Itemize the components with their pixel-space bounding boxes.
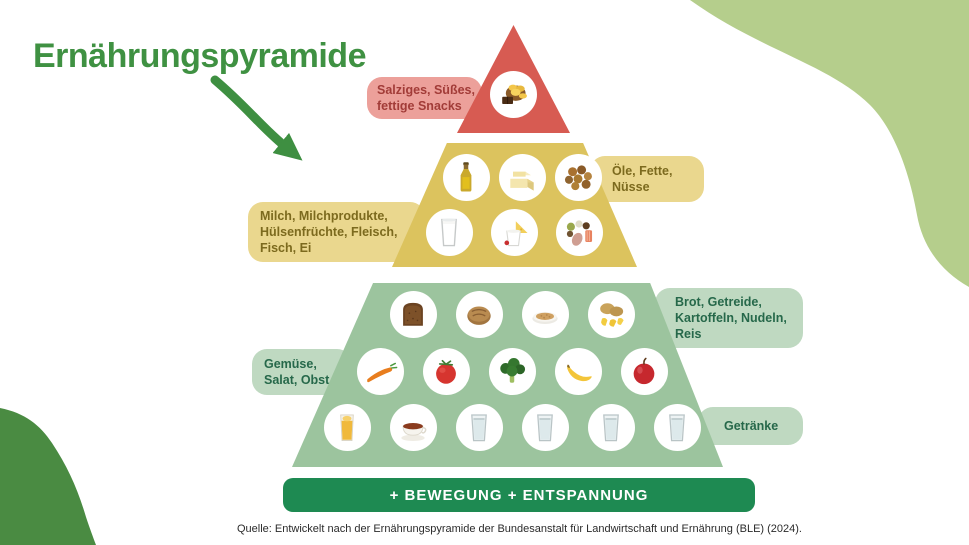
drinks-food-row (237, 404, 787, 451)
label-drinks: Getränke (698, 407, 803, 445)
water-glass-icon (521, 404, 569, 451)
oil-bottle-icon (442, 154, 490, 201)
bread-slice-icon (389, 291, 437, 338)
arrow-down-right-icon (210, 75, 303, 161)
corner-blob-bottom-left (0, 408, 96, 545)
label-snacks: Salziges, Süßes, fettige Snacks (367, 77, 482, 119)
banana-icon (554, 348, 602, 395)
source-note: Quelle: Entwickelt nach der Ernährungspy… (237, 523, 802, 535)
snacks-food-row (413, 71, 613, 118)
corner-blob-top-right (690, 0, 969, 287)
cereal-bowl-icon (521, 291, 569, 338)
legumes-fish-meat-icon (555, 209, 603, 256)
label-oils-fats-nuts: Öle, Fette, Nüsse (590, 156, 704, 202)
water-glass-icon (455, 404, 503, 451)
page-title: Ernährungspyramide (33, 36, 366, 75)
movement-relaxation-bar: + BEWEGUNG + ENTSPANNUNG (283, 478, 755, 512)
water-glass-icon (653, 404, 701, 451)
broccoli-icon (488, 348, 536, 395)
nuts-icon (554, 154, 602, 201)
chips-and-chocolate-icon (489, 71, 537, 118)
tea-cup-icon (389, 404, 437, 451)
fats-food-row (372, 154, 672, 201)
fruit-veg-food-row (262, 348, 762, 395)
juice-glass-icon (323, 404, 371, 451)
grains-food-row (312, 291, 712, 338)
yogurt-and-cheese-icon (490, 209, 538, 256)
butter-icon (498, 154, 546, 201)
water-glass-icon (587, 404, 635, 451)
label-dairy-protein: Milch, Milchprodukte, Hülsenfrüchte, Fle… (248, 202, 425, 262)
milk-glass-icon (425, 209, 473, 256)
bread-roll-icon (455, 291, 503, 338)
apple-icon (620, 348, 668, 395)
dairy-protein-food-row (364, 209, 664, 256)
label-grains: Brot, Getreide, Kartoffeln, Nudeln, Reis (655, 288, 803, 348)
tomato-icon (422, 348, 470, 395)
potatoes-and-pasta-icon (587, 291, 635, 338)
carrot-icon (356, 348, 404, 395)
